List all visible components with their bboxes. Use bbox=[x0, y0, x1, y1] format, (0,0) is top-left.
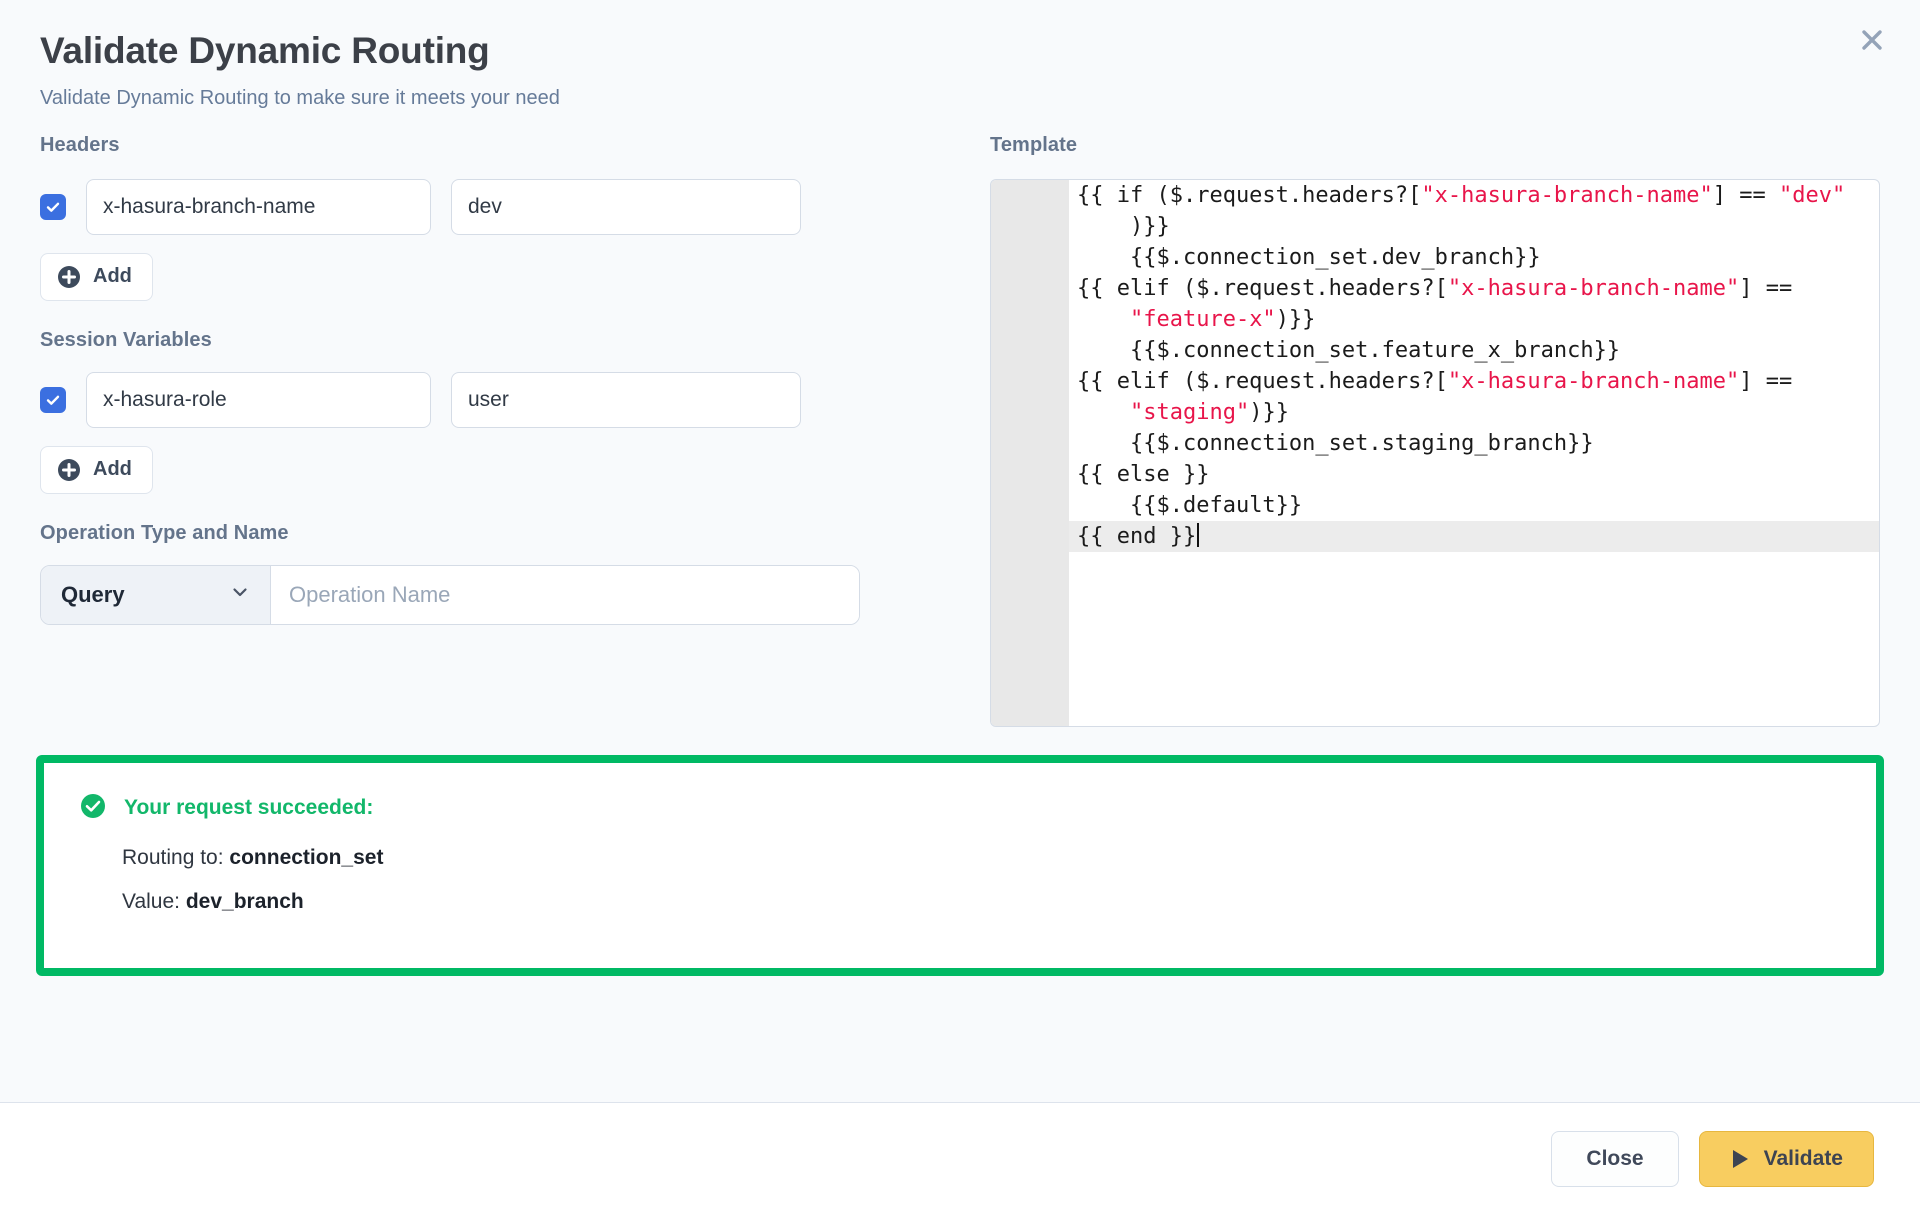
editor-gutter bbox=[991, 179, 1069, 726]
code-text: ] == bbox=[1739, 368, 1793, 394]
code-text: )}} bbox=[1129, 213, 1170, 239]
value-line: Value: dev_branch bbox=[122, 890, 1840, 914]
value-value: dev_branch bbox=[185, 889, 304, 913]
code-text: {{$.connection_set.staging_branch}} bbox=[1077, 430, 1594, 456]
add-header-label: Add bbox=[93, 265, 132, 288]
template-section-label: Template bbox=[990, 133, 1078, 156]
check-icon bbox=[45, 392, 61, 408]
header-row-checkbox[interactable] bbox=[40, 193, 66, 220]
code-text: {{ end }} bbox=[1077, 523, 1197, 549]
check-circle-icon bbox=[80, 793, 106, 824]
modal-header: Validate Dynamic Routing Validate Dynami… bbox=[0, 0, 1920, 110]
session-variable-value-input[interactable] bbox=[451, 371, 801, 428]
code-line: 3{{ elif ($.request.headers?["x-hasura-b… bbox=[991, 273, 1879, 335]
code-string: "staging" bbox=[1129, 399, 1250, 425]
template-column: Template 1{{ if ($.request.headers?["x-h… bbox=[990, 134, 1880, 727]
code-text: {{ if ($.request.headers?[ bbox=[1077, 182, 1422, 208]
code-string: "x-hasura-branch-name" bbox=[1447, 368, 1740, 394]
editor-rows: 1{{ if ($.request.headers?["x-hasura-bra… bbox=[991, 180, 1879, 726]
code-text: {{ elif ($.request.headers?[ bbox=[1077, 368, 1448, 394]
code-string: "dev" bbox=[1779, 182, 1846, 208]
line-code: {{$.default}} bbox=[1069, 490, 1879, 521]
operation-name-input[interactable] bbox=[271, 565, 859, 624]
line-code: {{ if ($.request.headers?["x-hasura-bran… bbox=[1069, 180, 1879, 242]
code-text: )}} bbox=[1275, 306, 1316, 332]
success-panel: Your request succeeded: Routing to: conn… bbox=[36, 754, 1884, 976]
code-text: ] == bbox=[1712, 182, 1780, 208]
close-button[interactable] bbox=[1848, 16, 1896, 64]
line-code: {{$.connection_set.dev_branch}} bbox=[1069, 242, 1879, 273]
chevron-down-icon bbox=[230, 582, 250, 608]
code-line: 7{{ else }} bbox=[991, 459, 1879, 490]
routing-to-label: Routing to: bbox=[122, 845, 230, 869]
value-label: Value: bbox=[122, 889, 186, 913]
modal-footer: Close Validate bbox=[0, 1102, 1920, 1214]
session-variable-row bbox=[40, 371, 930, 428]
header-value-input[interactable] bbox=[451, 178, 801, 235]
code-text: {{$.connection_set.feature_x_branch}} bbox=[1077, 337, 1621, 363]
code-line: 8 {{$.default}} bbox=[991, 490, 1879, 521]
code-line: 1{{ if ($.request.headers?["x-hasura-bra… bbox=[991, 180, 1879, 242]
code-string: "x-hasura-branch-name" bbox=[1447, 275, 1740, 301]
success-status-text: Your request succeeded: bbox=[124, 796, 374, 820]
operation-type-select[interactable]: Query bbox=[41, 565, 271, 624]
line-code: {{ else }} bbox=[1069, 459, 1879, 490]
plus-circle-icon bbox=[57, 265, 81, 289]
code-string: "x-hasura-branch-name" bbox=[1421, 182, 1713, 208]
routing-to-line: Routing to: connection_set bbox=[122, 846, 1840, 870]
code-string: "feature-x" bbox=[1129, 306, 1276, 332]
code-text: {{ else }} bbox=[1077, 461, 1210, 487]
check-icon bbox=[45, 199, 61, 215]
page-subtitle: Validate Dynamic Routing to make sure it… bbox=[40, 86, 560, 109]
add-session-variable-label: Add bbox=[93, 458, 132, 481]
code-text: {{$.connection_set.dev_branch}} bbox=[1077, 244, 1541, 270]
line-code: {{ elif ($.request.headers?["x-hasura-br… bbox=[1069, 273, 1879, 335]
code-text: {{ elif ($.request.headers?[ bbox=[1077, 275, 1448, 301]
close-modal-button[interactable]: Close bbox=[1551, 1130, 1679, 1187]
header-row bbox=[40, 178, 930, 235]
add-header-button[interactable]: Add bbox=[40, 252, 153, 301]
code-line: 6 {{$.connection_set.staging_branch}} bbox=[991, 428, 1879, 459]
code-line: 9{{ end }} bbox=[991, 520, 1879, 552]
line-code: {{ end }} bbox=[1069, 521, 1879, 552]
operation-section-label: Operation Type and Name bbox=[40, 521, 289, 544]
code-text: ] == bbox=[1739, 275, 1793, 301]
session-variable-checkbox[interactable] bbox=[40, 386, 66, 413]
session-variable-key-input[interactable] bbox=[86, 371, 431, 428]
modal-body: Headers bbox=[0, 110, 1920, 727]
text-cursor bbox=[1197, 522, 1200, 547]
code-line: 2 {{$.connection_set.dev_branch}} bbox=[991, 242, 1879, 273]
session-variables-section-label: Session Variables bbox=[40, 328, 212, 351]
line-code: {{ elif ($.request.headers?["x-hasura-br… bbox=[1069, 366, 1879, 428]
routing-to-value: connection_set bbox=[229, 845, 384, 869]
validate-label: Validate bbox=[1763, 1146, 1843, 1170]
operation-row: Query bbox=[40, 564, 860, 625]
template-code-editor[interactable]: 1{{ if ($.request.headers?["x-hasura-bra… bbox=[990, 178, 1880, 727]
code-text: )}} bbox=[1249, 399, 1289, 425]
page-title: Validate Dynamic Routing bbox=[40, 30, 490, 71]
success-header: Your request succeeded: bbox=[80, 793, 1840, 824]
code-line: 4 {{$.connection_set.feature_x_branch}} bbox=[991, 335, 1879, 366]
play-icon bbox=[1730, 1148, 1750, 1170]
validate-button[interactable]: Validate bbox=[1698, 1130, 1874, 1187]
plus-circle-icon bbox=[57, 458, 81, 482]
headers-section-label: Headers bbox=[40, 133, 120, 156]
line-code: {{$.connection_set.feature_x_branch}} bbox=[1069, 335, 1879, 366]
operation-type-value: Query bbox=[61, 581, 125, 607]
code-text: {{$.default}} bbox=[1077, 492, 1303, 518]
add-session-variable-button[interactable]: Add bbox=[40, 445, 153, 494]
form-column: Headers bbox=[40, 134, 930, 727]
close-icon bbox=[1859, 27, 1885, 53]
line-code: {{$.connection_set.staging_branch}} bbox=[1069, 428, 1879, 459]
result-wrapper: Your request succeeded: Routing to: conn… bbox=[0, 727, 1920, 976]
header-key-input[interactable] bbox=[86, 178, 431, 235]
code-line: 5{{ elif ($.request.headers?["x-hasura-b… bbox=[991, 366, 1879, 428]
